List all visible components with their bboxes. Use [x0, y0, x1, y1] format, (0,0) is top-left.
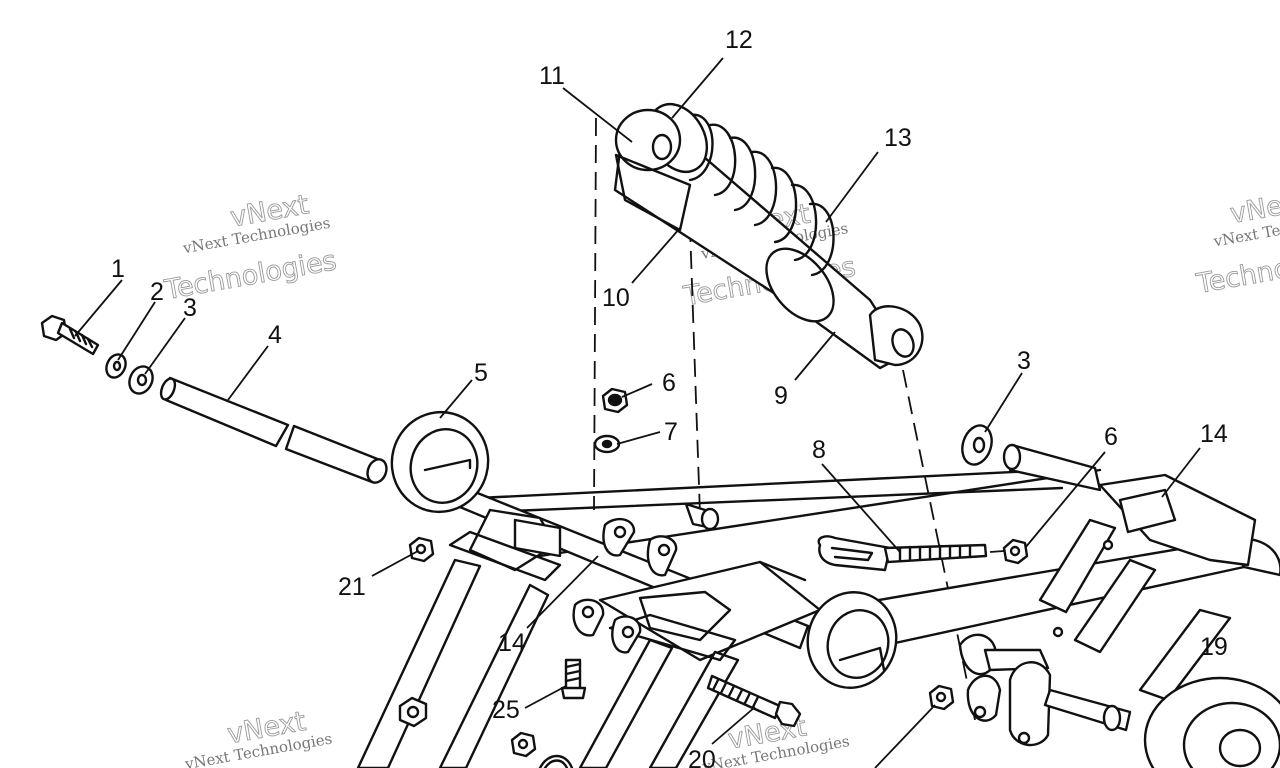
part-1-bolt	[40, 314, 100, 356]
callout-9: 9	[774, 382, 788, 410]
part-3-washer-left	[128, 365, 154, 395]
callout-5: 5	[474, 359, 488, 387]
callout-1: 1	[111, 255, 125, 283]
part-3-washer-right	[961, 424, 993, 466]
watermark-technologies-outline: Technologies	[1193, 239, 1280, 300]
part-6-nut-right	[1002, 538, 1029, 565]
callout-20: 20	[688, 746, 716, 768]
callout-6-top: 6	[662, 369, 676, 397]
part-14-bracket-left	[448, 508, 678, 582]
callout-14-right: 14	[1200, 420, 1228, 448]
lower-ring	[806, 591, 898, 689]
right-pivot-assembly	[958, 443, 1132, 747]
callout-7: 7	[664, 418, 678, 446]
callout-21: 21	[338, 573, 366, 601]
part-14-bracket-right	[1038, 473, 1257, 702]
callout-2: 2	[150, 278, 164, 306]
lower-nut-center	[510, 731, 537, 758]
callout-13: 13	[884, 124, 912, 152]
center-bushing	[684, 502, 720, 531]
callout-11: 11	[539, 62, 565, 90]
callout-4: 4	[268, 321, 282, 349]
part-6-nut-top	[601, 387, 629, 414]
part-5-ring	[390, 410, 490, 514]
callout-19: 19	[1200, 633, 1228, 661]
part-4-tube	[159, 376, 388, 484]
part-25-bolt	[560, 658, 587, 700]
watermark-4: vNext vNext Technologies	[183, 706, 334, 768]
callout-3-right: 3	[1017, 347, 1031, 375]
part-7-washer	[593, 434, 621, 454]
lower-nut-right	[928, 684, 955, 711]
callout-12: 12	[725, 26, 753, 54]
watermark-3: vNext vNext Technologies Technologies	[1193, 185, 1280, 300]
part-19-wheel	[1143, 676, 1280, 768]
callout-25: 25	[492, 696, 520, 724]
shock-absorber	[613, 103, 924, 370]
leader-lines	[74, 57, 1201, 768]
callout-14-lower: 14	[498, 629, 526, 657]
callout-3-left: 3	[183, 294, 197, 322]
part-8-eyebolt	[817, 535, 988, 572]
callout-10: 10	[602, 284, 630, 312]
part-20-bolt	[706, 674, 802, 728]
callout-6-right: 6	[1104, 423, 1118, 451]
callout-8: 8	[812, 436, 826, 464]
callout-numbers: 1 2 3 4 5 6 7 8 9 10 11 12 13 3 6 14 19 …	[111, 26, 1228, 768]
part-21-nut	[408, 536, 435, 563]
watermark-1: vNext vNext Technologies Technologies	[161, 189, 339, 307]
part-14-bracket-lower	[572, 590, 737, 662]
part-2-washer	[105, 353, 127, 379]
